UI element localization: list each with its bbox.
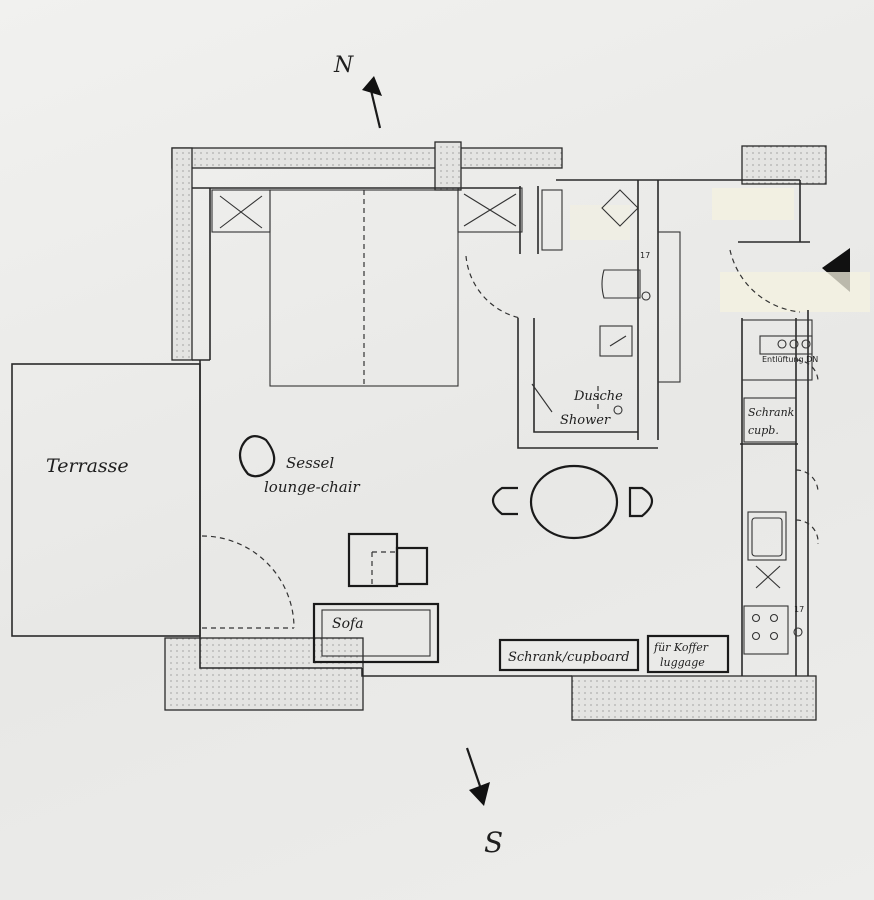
cupboard-main-label: Schrank/cupboard: [508, 650, 630, 665]
terrace-label: Terrasse: [46, 455, 129, 477]
terrace-door: [201, 535, 295, 629]
dining-table: [491, 464, 654, 540]
north-label: N: [333, 53, 354, 78]
kitchen-cupboard-label-en: cupb.: [748, 424, 779, 437]
outer-walls: [164, 141, 827, 721]
shower-label-de: Dusche: [573, 389, 623, 404]
tape-patch: [570, 205, 630, 240]
kitchen-cupboard-label-de: Schrank: [748, 406, 795, 419]
south-arrow: [465, 747, 490, 806]
luggage-storage: [646, 634, 730, 674]
kitchen: [740, 318, 819, 676]
kitchen-dimension: 17: [794, 605, 804, 614]
lounge-chair: [238, 435, 276, 478]
luggage-label-en: luggage: [660, 656, 705, 669]
sofa-label: Sofa: [332, 616, 364, 632]
terrace-area: [11, 363, 201, 637]
double-bed: [269, 189, 459, 387]
armchair: [347, 532, 429, 588]
entrance-door: [729, 249, 801, 313]
lounge-chair-label-de: Sessel: [286, 454, 334, 472]
north-arrow: [362, 76, 382, 129]
wardrobe-left: [211, 189, 271, 233]
south-label: S: [484, 826, 503, 859]
wardrobe-right: [457, 187, 523, 233]
lounge-chair-label-en: lounge-chair: [264, 478, 360, 496]
bath-dimension: 17: [640, 251, 650, 260]
cupboard-main: [498, 638, 640, 672]
tape-patch: [712, 188, 794, 220]
luggage-label-de: für Koffer: [653, 641, 709, 654]
tape-patch: [720, 272, 870, 312]
ventilation-label: Entlüftung DN: [762, 355, 818, 364]
sofa: [312, 602, 440, 664]
shower-label-en: Shower: [560, 413, 611, 428]
bathroom: [465, 180, 681, 449]
